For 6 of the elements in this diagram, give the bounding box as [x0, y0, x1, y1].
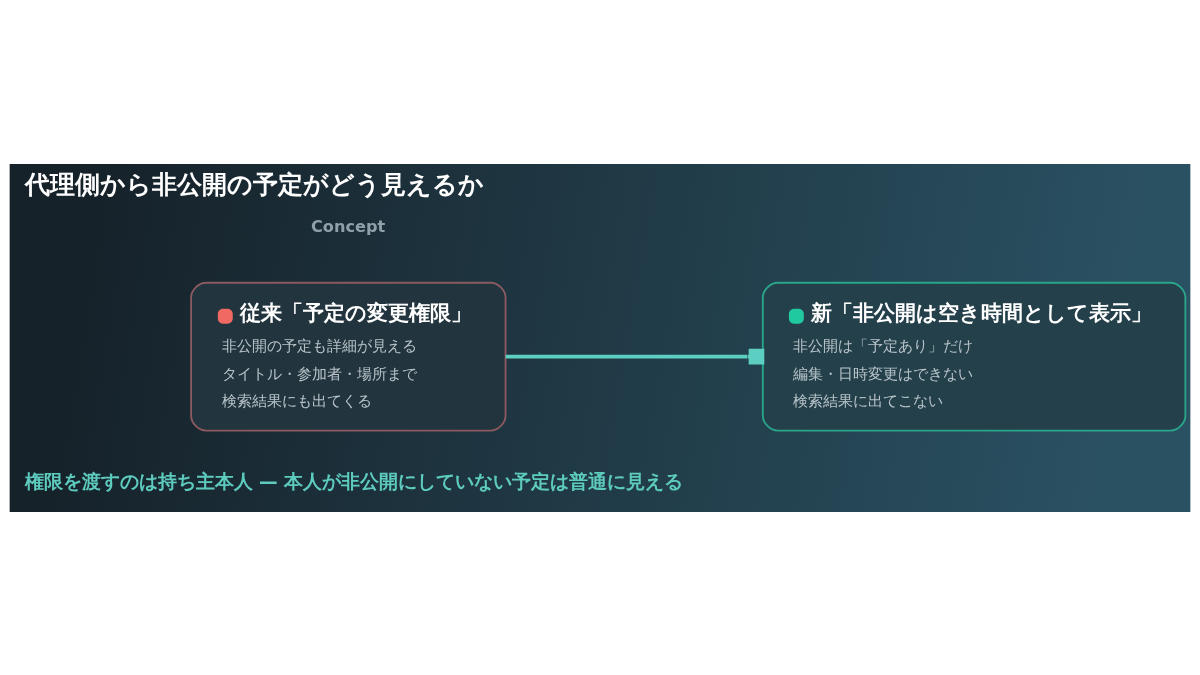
- diagram-title: 代理側から非公開の予定がどう見えるか: [24, 169, 484, 199]
- label: Concept: [311, 216, 386, 236]
- node-box: 従来「予定の変更権限」 非公開の予定も詳細が見える タイトル・参加者・場所まで 検索結果にも出てくる: [190, 281, 507, 431]
- label: 権限を渡すのは持ち主本人 — 本人が非公開にしていない予定は普通に見える: [24, 470, 684, 492]
- node-box: 新「非公開は空き時間として表示」 非公開は「予定あり」だけ 編集・日時変更はできない 検索結果に出てこない: [761, 281, 1187, 431]
- connector: [505, 348, 765, 364]
